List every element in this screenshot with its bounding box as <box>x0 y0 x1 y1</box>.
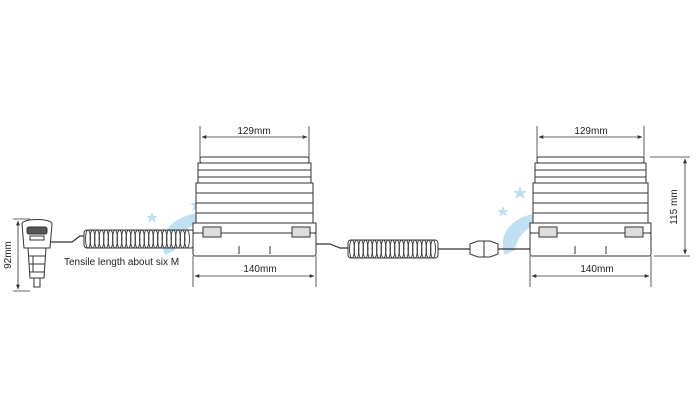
right-base-width-dimension <box>529 256 652 287</box>
right-height-dimension <box>650 156 690 257</box>
left-top-width-label: 129mm <box>237 126 270 137</box>
coil-loop <box>184 229 190 249</box>
right-height-label: 115 mm <box>669 189 680 224</box>
coiled-cable-left <box>83 229 195 249</box>
cable-length-note: Tensile length about six M <box>64 257 179 268</box>
plug-height-dimension <box>13 218 30 292</box>
left-base-width-dimension <box>192 256 317 287</box>
beacon-left <box>192 156 317 257</box>
inline-connector <box>469 240 499 258</box>
right-top-width-label: 129mm <box>574 126 607 137</box>
star-icon <box>497 206 509 217</box>
star-icon <box>146 212 158 223</box>
beacon-right <box>529 156 652 257</box>
coil-loop <box>430 239 436 259</box>
plug-cable <box>50 235 84 243</box>
plug-height-label: 92mm <box>3 241 14 269</box>
left-top-width-dimension <box>199 126 310 158</box>
left-base-width-label: 140mm <box>243 264 276 275</box>
lighter-plug <box>21 219 53 288</box>
star-icon <box>513 186 527 199</box>
coiled-cable-right <box>347 239 439 259</box>
right-top-width-dimension <box>536 126 645 158</box>
right-base-width-label: 140mm <box>580 264 613 275</box>
